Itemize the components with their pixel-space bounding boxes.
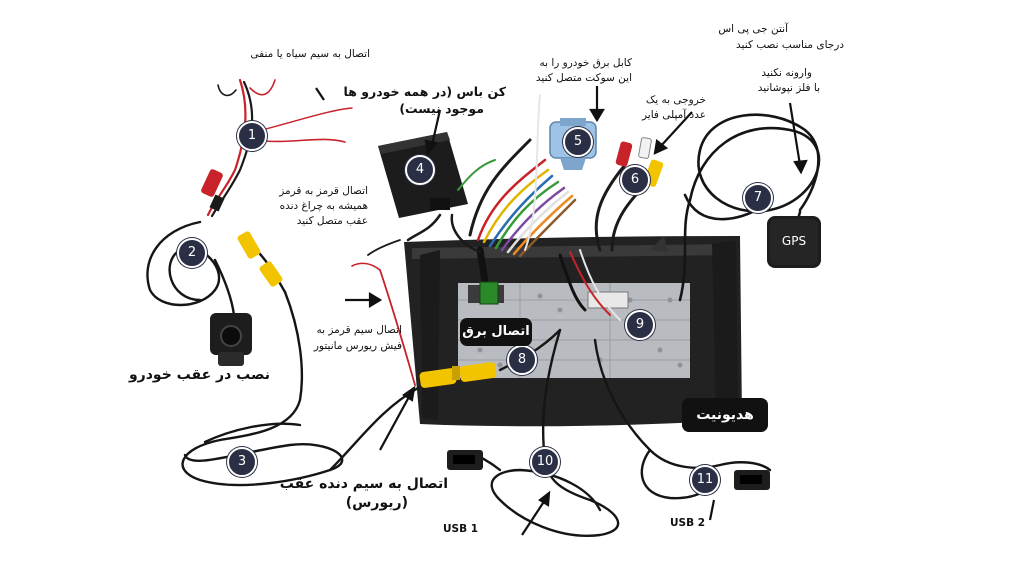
usb2-label: USB 2 (670, 517, 706, 529)
head-unit-badge: هدیونیت (682, 398, 768, 432)
rca-connectors-left (201, 169, 283, 287)
canbus-label-2: موجود نیست) (399, 101, 484, 116)
gps-warning-label-1: وارونه نکنید (761, 67, 812, 79)
marker-5: 5 (563, 127, 593, 157)
usb-connector-1 (447, 450, 483, 470)
reverse-gear-label-2: (ریورس) (345, 495, 408, 511)
marker-9: 9 (625, 310, 655, 340)
marker-10: 10 (530, 447, 560, 477)
power-cable-label-1: کابل برق خودرو را به (539, 57, 632, 69)
marker-2: 2 (177, 238, 207, 268)
rear-install-label: نصب در عقب خودرو (128, 367, 270, 383)
pointer-arrows (315, 86, 808, 536)
gps-warning-label-2: با فلز نپوشانید (757, 82, 820, 94)
reverse-gear-label-1: اتصال به سیم دنده عقب (279, 476, 448, 492)
harness-wires (406, 94, 621, 321)
amp-label-2: عدد آمپلی فایر (642, 109, 706, 121)
gps-antenna-label-1: آنتن جی پی اس (718, 23, 788, 35)
power-cable-label-2: این سوکت متصل کنید (535, 72, 632, 84)
gps-module-label: GPS (781, 234, 807, 248)
marker-7: 7 (743, 183, 773, 213)
marker-4: 4 (405, 155, 435, 185)
marker-3: 3 (227, 447, 257, 477)
marker-1: 1 (237, 121, 267, 151)
canbus-label-1: کن باس (در همه خودرو ها (343, 84, 506, 99)
gps-module (767, 216, 821, 268)
amp-label-1: خروجی به یک (645, 94, 706, 106)
rca-connectors-bottom (419, 362, 497, 388)
brake-light-label-1: اتصال قرمز به قرمز (279, 185, 368, 197)
reverse-plug-label-2: فیش ریورس مانیتور (313, 340, 402, 352)
power-connection-badge: اتصال برق (460, 318, 532, 346)
black-wire-label: اتصال به سیم سیاه یا منفی (250, 48, 370, 60)
rear-camera (210, 313, 252, 366)
amp-rca (594, 137, 664, 252)
marker-11: 11 (690, 465, 720, 495)
usb-connector-2 (734, 470, 770, 490)
marker-6: 6 (620, 165, 650, 195)
brake-light-label-3: عقب متصل کنید (296, 215, 368, 227)
gps-antenna-label-2: درجای مناسب نصب کنید (736, 39, 844, 51)
usb1-label: USB 1 (443, 523, 479, 535)
brake-light-label-2: همیشه به چراغ دنده (279, 200, 368, 212)
marker-8: 8 (507, 345, 537, 375)
reverse-plug-label-1: اتصال سیم قرمز به (316, 324, 402, 336)
